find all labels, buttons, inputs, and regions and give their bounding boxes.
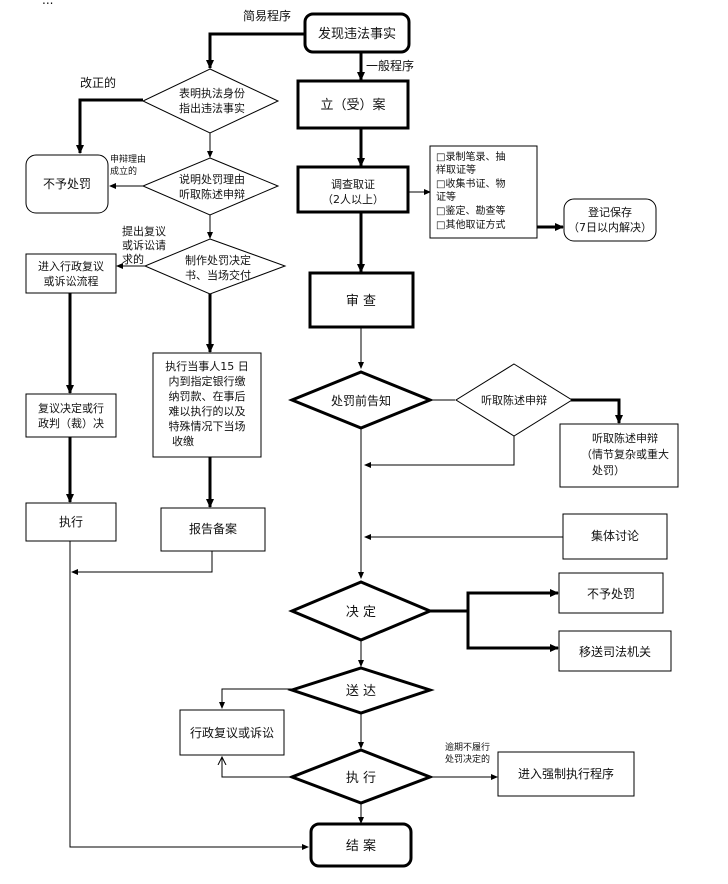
no-penalty-label: 不予处罚: [43, 177, 91, 191]
simple-procedure-label: 简易程序: [243, 8, 291, 23]
review-decision-line-2: 政判（裁）决: [38, 416, 104, 430]
investigate-line-2: （2人以上）: [322, 193, 384, 206]
hearing-box: [559, 423, 679, 488]
method-line-5: □鉴定、勘查等: [436, 204, 505, 217]
no-penalty-2-label: 不予处罚: [587, 587, 635, 601]
register-line-1: 登记保存: [588, 205, 632, 219]
method-line-3: □收集书证、物: [436, 177, 505, 190]
payment-line-3: 纳罚款、在事后: [169, 389, 246, 403]
deliver-label: 送 达: [346, 684, 376, 699]
explain-line-1: 说明处罚理由: [179, 172, 245, 186]
file-box: [296, 79, 410, 130]
transfer-box: [558, 630, 672, 672]
corrected-label: 改正的: [80, 75, 116, 90]
reason-ok-line-2: 成立的: [110, 165, 137, 177]
admin-review-label: 行政复议或诉讼: [190, 726, 274, 740]
start-label: 发现违法事实: [318, 26, 396, 42]
decision-doc-diamond: [143, 238, 287, 295]
forced-box: [497, 751, 635, 797]
reason-ok-line-1: 申辩理由: [110, 153, 146, 165]
report-box: [160, 507, 266, 552]
payment-line-5: 特殊情况下当场: [169, 419, 246, 433]
decision-diamond: [288, 580, 434, 642]
hearing-box-line-2: （情节复杂或重大: [581, 447, 669, 461]
methods-box: [429, 145, 538, 239]
file-label: 立（受）案: [320, 98, 385, 113]
admin-review-box: [179, 709, 285, 756]
execute-diamond: [287, 748, 435, 805]
review-box: [308, 271, 415, 329]
investigate-box: [296, 165, 410, 214]
method-line-2: 样取证等: [436, 163, 476, 176]
no-penalty-box: [25, 154, 109, 214]
overdue-line-1: 逾期不履行: [445, 741, 490, 753]
execute-label: 执 行: [346, 771, 376, 786]
hearing-diamond-label: 听取陈述申辩: [481, 393, 547, 407]
execute-left-label: 执行: [59, 515, 83, 529]
payment-line-2: 内到指定银行缴: [169, 374, 246, 388]
hearing-box-line-3: 处罚）: [592, 464, 625, 477]
close-box: [309, 822, 413, 868]
review-flow-line-2: 或诉讼流程: [44, 274, 99, 288]
identify-line-1: 表明执法身份: [179, 86, 245, 100]
review-flow-line-1: 进入行政复议: [38, 259, 104, 273]
forced-label: 进入强制执行程序: [518, 766, 614, 781]
explain-line-2: 听取陈述申辩: [179, 187, 245, 201]
review-decision-line-1: 复议决定或行: [38, 401, 104, 415]
method-line-4: 证等: [436, 190, 456, 203]
identify-diamond: [141, 68, 280, 134]
collective-label: 集体讨论: [591, 528, 639, 543]
execute-box-left: [25, 502, 117, 542]
register-box: [563, 198, 657, 242]
review-decision-box: [25, 393, 117, 438]
identify-line-2: 指出违法事实: [179, 101, 245, 115]
payment-line-1: 执行当事人15 日: [165, 359, 249, 373]
review-flow-box: [25, 253, 117, 294]
report-label: 报告备案: [189, 521, 237, 536]
hearing-box-line-1: 听取陈述申辩: [592, 431, 658, 445]
decision-label: 决 定: [346, 605, 376, 620]
appeal-line-2: 或诉讼请: [122, 239, 166, 252]
deliver-diamond: [287, 666, 435, 715]
notice-diamond: [288, 370, 434, 430]
header-text: ...: [42, 0, 53, 7]
hearing-diamond: [455, 363, 573, 437]
payment-line-6: 收缴: [172, 434, 194, 448]
decision-doc-line-1: 制作处罚决定: [185, 253, 251, 267]
payment-line-4: 难以执行的以及: [169, 404, 246, 418]
start-box: [303, 12, 411, 54]
review-label: 审 查: [346, 294, 376, 309]
close-label: 结 案: [346, 839, 376, 854]
no-penalty-box-2: [558, 572, 664, 614]
general-procedure-label: 一般程序: [366, 58, 414, 73]
payment-box: [152, 352, 262, 458]
overdue-line-2: 处罚决定的: [445, 753, 490, 765]
appeal-line-1: 提出复议: [122, 224, 166, 238]
investigate-line-1: 调查取证: [331, 177, 375, 191]
explain-diamond: [141, 157, 280, 216]
appeal-line-3: 求的: [122, 252, 144, 266]
connectors: [66, 32, 623, 850]
decision-doc-line-2: 书、当场交付: [185, 268, 251, 282]
method-line-1: □录制笔录、抽: [436, 150, 505, 163]
method-line-6: □其他取证方式: [436, 218, 505, 231]
transfer-label: 移送司法机关: [579, 644, 651, 659]
notice-label: 处罚前告知: [331, 393, 391, 408]
collective-box: [562, 513, 668, 560]
register-line-2: （7日以内解决）: [568, 220, 652, 234]
